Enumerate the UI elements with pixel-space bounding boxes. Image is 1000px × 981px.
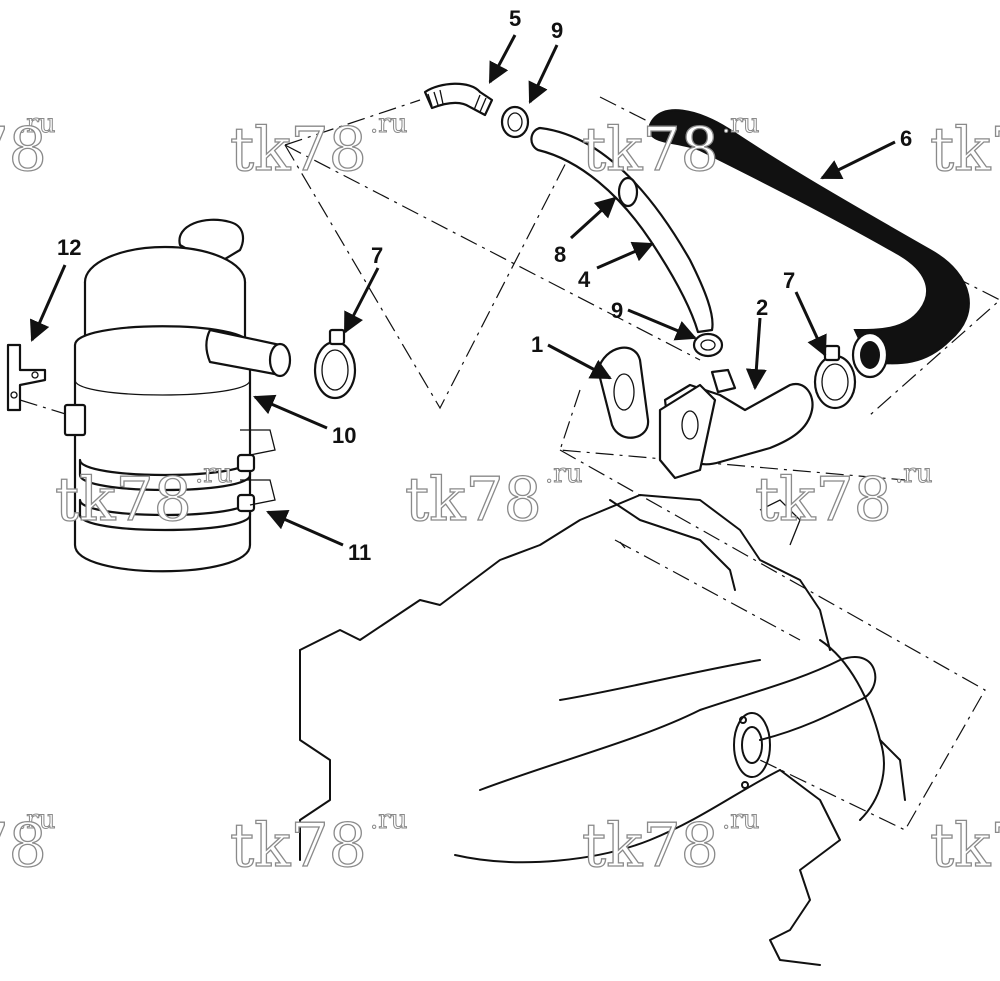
watermark-suffix: .ru (370, 109, 407, 139)
callout-9-top: 9 (551, 18, 563, 43)
watermark-text: tk78 (405, 465, 542, 535)
watermark-suffix: .ru (545, 459, 582, 489)
watermark-text: tk78 (582, 811, 719, 881)
small-clamp-top (500, 105, 530, 139)
callout-4: 4 (578, 267, 591, 292)
bracket (6, 343, 47, 412)
watermark-suffix: .ru (370, 805, 407, 835)
muffler-assembly (63, 218, 292, 573)
watermark-text: tk78 (55, 465, 192, 535)
callout-12: 12 (57, 235, 81, 260)
watermark-text: tk78 (755, 465, 892, 535)
fitting-hose (423, 82, 494, 117)
small-clamp-lower (692, 332, 724, 358)
watermark-text: tk78 (930, 811, 1000, 881)
watermark-suffix: .ru (722, 805, 759, 835)
engine-block-outline (299, 494, 906, 966)
hose-clamp-left (313, 328, 357, 400)
leader-arrows (30, 34, 896, 547)
callout-labels: 5 9 6 8 4 9 2 7 1 7 10 11 12 (57, 6, 912, 565)
watermark-text: tk78 (230, 115, 367, 185)
exhaust-elbow (658, 368, 814, 480)
hose-clamp-right (813, 344, 857, 410)
callout-8: 8 (554, 242, 566, 267)
watermark-text: tk78 (230, 811, 367, 881)
watermarks: tk78 .ru tk78 .ru tk78 .ru tk78 tk78 .ru… (0, 109, 1000, 882)
callout-1: 1 (531, 332, 543, 357)
watermark-suffix: .ru (895, 459, 932, 489)
callout-6: 6 (900, 126, 912, 151)
callout-7-left: 7 (371, 243, 383, 268)
watermark-suffix: .ru (18, 805, 55, 835)
watermark-text: tk78 (0, 811, 47, 881)
callout-9-lower: 9 (611, 298, 623, 323)
callout-5: 5 (509, 6, 521, 31)
watermark-text: tk78 (930, 115, 1000, 185)
gasket (596, 346, 650, 439)
watermark-suffix: .ru (722, 109, 759, 139)
callout-7-right: 7 (783, 268, 795, 293)
breather-tube (530, 126, 714, 334)
callout-11: 11 (348, 540, 371, 565)
watermark-text: tk78 (0, 115, 47, 185)
callout-10: 10 (332, 423, 356, 448)
watermark-text: tk78 (582, 115, 719, 185)
watermark-suffix: .ru (195, 459, 232, 489)
exhaust-hose (648, 109, 970, 379)
callout-2: 2 (756, 295, 768, 320)
watermark-suffix: .ru (18, 109, 55, 139)
